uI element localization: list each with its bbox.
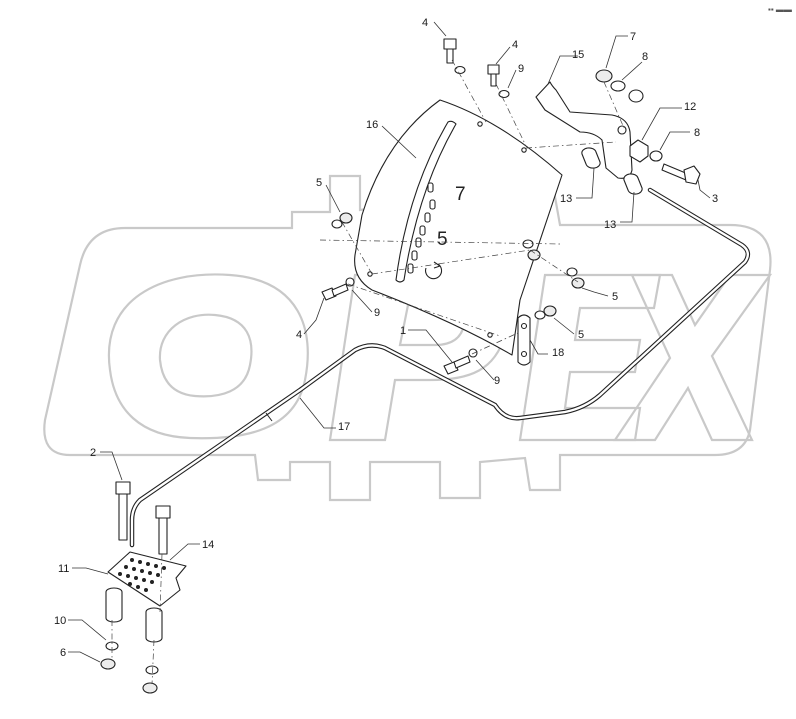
callout-3: 3: [712, 193, 718, 205]
washer-9: [498, 89, 510, 99]
washer: [628, 89, 644, 103]
washer: [566, 267, 578, 277]
callout-5: 5: [612, 291, 618, 303]
plate-hole: [367, 271, 373, 277]
nut-7: [595, 69, 613, 83]
callout-7: 7: [630, 31, 636, 43]
washer-9c: [468, 348, 478, 358]
link-plate-18: [517, 314, 531, 366]
callout-2: 2: [90, 447, 96, 459]
callout-1: 1: [400, 325, 406, 337]
plate-holes: [118, 558, 166, 592]
nut-5c: [543, 305, 557, 317]
callout-13: 13: [560, 193, 572, 205]
spacer-12: [629, 139, 649, 163]
washer-8b: [649, 150, 663, 162]
spacer-13b: [623, 173, 643, 195]
leader-lines: [68, 21, 711, 663]
spacer-13a: [581, 147, 601, 169]
callout-11: 11: [58, 563, 69, 575]
callout-4: 4: [422, 17, 428, 29]
bolt-4-left: [321, 283, 349, 301]
hardware-upper: [321, 38, 701, 375]
assembly-axis-lines: [111, 59, 625, 685]
callout-15: 15: [572, 49, 584, 61]
bracket-body: [535, 81, 633, 179]
callout-5: 5: [578, 329, 584, 341]
washer: [454, 65, 466, 75]
callout-9: 9: [518, 63, 524, 75]
control-rod-17: [129, 187, 751, 548]
callout-10: 10: [54, 615, 66, 627]
callout-12: 12: [684, 101, 696, 113]
callout-13: 13: [604, 219, 616, 231]
plate-hole: [477, 121, 483, 127]
nut-6b: [142, 682, 158, 694]
callout-4: 4: [296, 329, 302, 341]
callout-6: 6: [60, 647, 66, 659]
bolt-1: [443, 355, 471, 375]
watermark-gear-outline: [43, 166, 772, 502]
callout-4: 4: [512, 39, 518, 51]
mounting-plate-14: [107, 551, 187, 607]
bracket-hole: [617, 125, 627, 135]
callout-8: 8: [642, 51, 648, 63]
nut-5b: [571, 277, 585, 289]
bolt-4-second: [487, 64, 500, 87]
spacer-11b: [145, 607, 163, 643]
callout-14: 14: [202, 539, 214, 551]
slow-symbol-icon: [425, 261, 443, 280]
plate-hole: [521, 147, 527, 153]
scale-number-7: 7: [455, 184, 466, 205]
callout-labels: 4 4 9 15 7 8 12 8 16 3 13 13 5 5 5 4 9 1…: [54, 17, 718, 659]
callout-18: 18: [552, 347, 564, 359]
washer: [331, 219, 343, 229]
spacer-11a: [105, 587, 123, 623]
hardware-lower: [100, 481, 187, 694]
corner-mark: ▪▪ ▬▬: [768, 5, 792, 14]
washer: [534, 310, 546, 320]
washer-8: [610, 80, 626, 92]
bolt-3: [661, 163, 701, 185]
bolt-4-top: [443, 38, 457, 64]
link-plate-body: [517, 314, 531, 366]
callout-8: 8: [694, 127, 700, 139]
scale-plate-16: 7 5: [354, 99, 563, 356]
rod-break-mark: [265, 412, 273, 422]
callout-9: 9: [374, 307, 380, 319]
watermark-letter-x: [612, 273, 773, 442]
washer-10b: [145, 665, 159, 675]
callout-9: 9: [494, 375, 500, 387]
nut-5: [339, 212, 353, 224]
watermark-letter-o: [107, 273, 309, 440]
scale-marks: [407, 182, 436, 274]
bolt-2: [115, 481, 131, 541]
nut: [527, 249, 541, 261]
nut-6a: [100, 658, 116, 670]
callout-16: 16: [366, 119, 378, 131]
scale-number-5: 5: [437, 229, 448, 250]
callout-5: 5: [316, 177, 322, 189]
bolt-2b: [155, 505, 171, 555]
callout-17: 17: [338, 421, 350, 433]
scale-plate-body: [354, 99, 563, 356]
washer: [522, 239, 534, 249]
